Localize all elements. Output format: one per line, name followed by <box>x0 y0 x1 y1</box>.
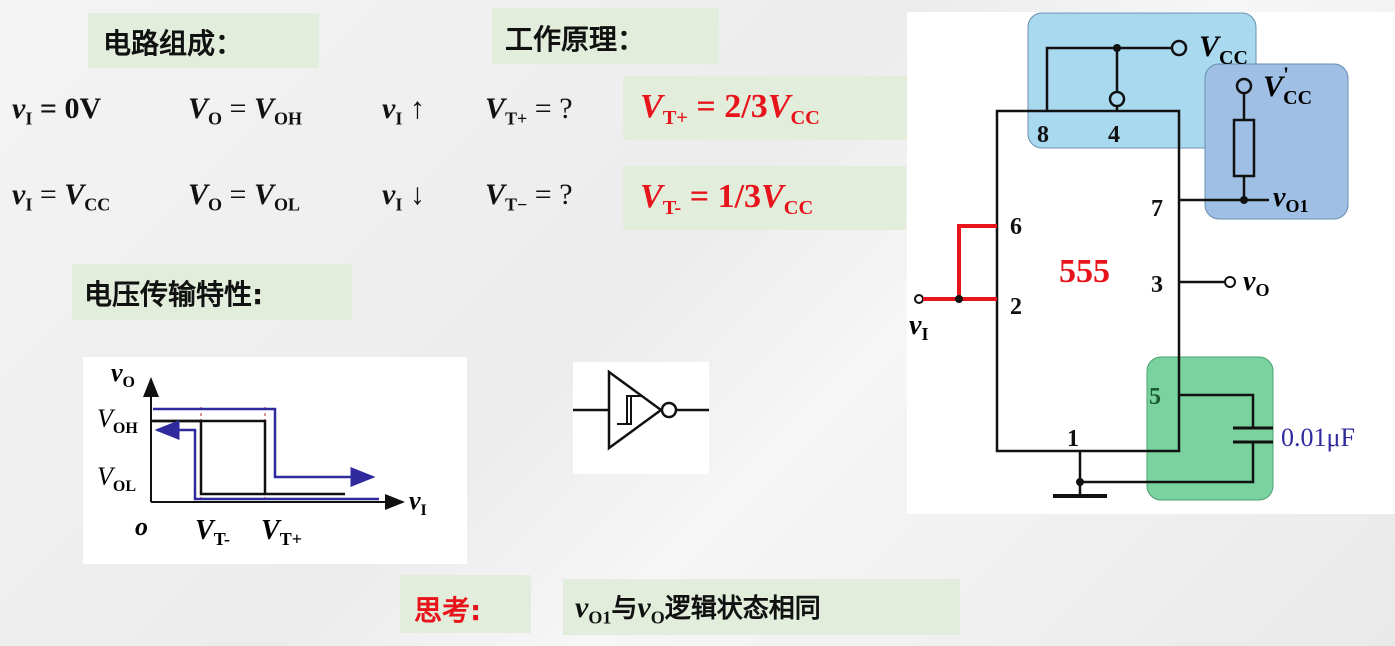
origin-label: o <box>135 512 148 541</box>
vt-minus-label: VT- <box>195 515 230 549</box>
pin6-label: 6 <box>1010 214 1022 240</box>
vcc-terminal <box>1170 39 1188 57</box>
eq1-vo: VO = VOH <box>188 92 302 129</box>
rising-trace <box>153 407 376 487</box>
voh-label: VOH <box>97 404 138 437</box>
pin2-label: 2 <box>1010 294 1022 320</box>
pin4-label: 4 <box>1108 122 1120 148</box>
think-box <box>400 575 531 633</box>
y-axis-label: vO <box>111 358 135 391</box>
transfer-graph-panel: vO VOH VOL o vI VT- VT+ <box>83 357 467 564</box>
eq1-vt-question: VT+ = ? <box>485 92 573 129</box>
black-low-trace <box>153 419 265 496</box>
eq2-vi-falling: vI ↓ <box>382 178 425 215</box>
pin8-label: 8 <box>1037 122 1049 148</box>
vcc-label: VCC <box>1199 30 1248 69</box>
transfer-heading: 电压传输特性: <box>84 278 264 311</box>
circuit-diagram: 8 4 6 2 7 3 5 1 555 VCC V'CC vO1 vO vI 0… <box>909 12 1355 501</box>
pin5-label: 5 <box>1149 384 1161 410</box>
vcc-prime-label: V'CC <box>1263 62 1312 109</box>
schmitt-inverter-icon <box>573 369 709 451</box>
answer-text: vO1与vO逻辑状态相同 <box>575 591 821 628</box>
capacitor-value: 0.01μF <box>1281 423 1355 452</box>
vi-label: vI <box>909 310 928 344</box>
pin1-label: 1 <box>1067 426 1079 452</box>
vcc-prime-highlight <box>1204 63 1349 220</box>
eq2-answer: VT- = 1/3VCC <box>640 178 814 220</box>
chip-555-label: 555 <box>1059 253 1110 290</box>
eq2-answer-box <box>623 166 906 230</box>
composition-heading-box <box>88 13 319 68</box>
answer-box <box>563 579 960 635</box>
falling-trace <box>154 420 379 501</box>
pin7-label: 7 <box>1151 196 1163 222</box>
vo1-label: vO1 <box>1273 182 1308 216</box>
transfer-heading-box <box>72 264 352 320</box>
pin3-label: 3 <box>1151 272 1163 298</box>
principle-heading-box <box>492 8 719 64</box>
vt-plus-label: VT+ <box>261 515 302 549</box>
circuit-panel: 8 4 6 2 7 3 5 1 555 VCC V'CC vO1 vO vI 0… <box>907 12 1395 514</box>
eq2-vt-question: VT− = ? <box>485 178 573 215</box>
black-high-trace <box>151 419 345 496</box>
transfer-graph: vO VOH VOL o vI VT- VT+ <box>97 358 427 549</box>
x-axis-label: vI <box>409 486 427 519</box>
principle-heading: 工作原理： <box>505 23 646 56</box>
vo-label: vO <box>1243 266 1269 300</box>
eq2-vi: vI = VCC <box>12 178 111 215</box>
eq1-answer-box <box>623 76 909 140</box>
eq1-answer: VT+ = 2/3VCC <box>640 88 820 130</box>
schmitt-inverter-panel <box>573 362 709 474</box>
vol-label: VOL <box>97 462 136 495</box>
think-heading: 思考: <box>414 594 482 627</box>
composition-heading: 电路组成： <box>103 27 244 60</box>
eq2-vo: VO = VOL <box>188 178 300 215</box>
pins-2-6-short <box>957 224 997 299</box>
eq1-vi-rising: vI ↑ <box>382 92 425 129</box>
eq1-vi: vI = 0V <box>12 92 102 129</box>
